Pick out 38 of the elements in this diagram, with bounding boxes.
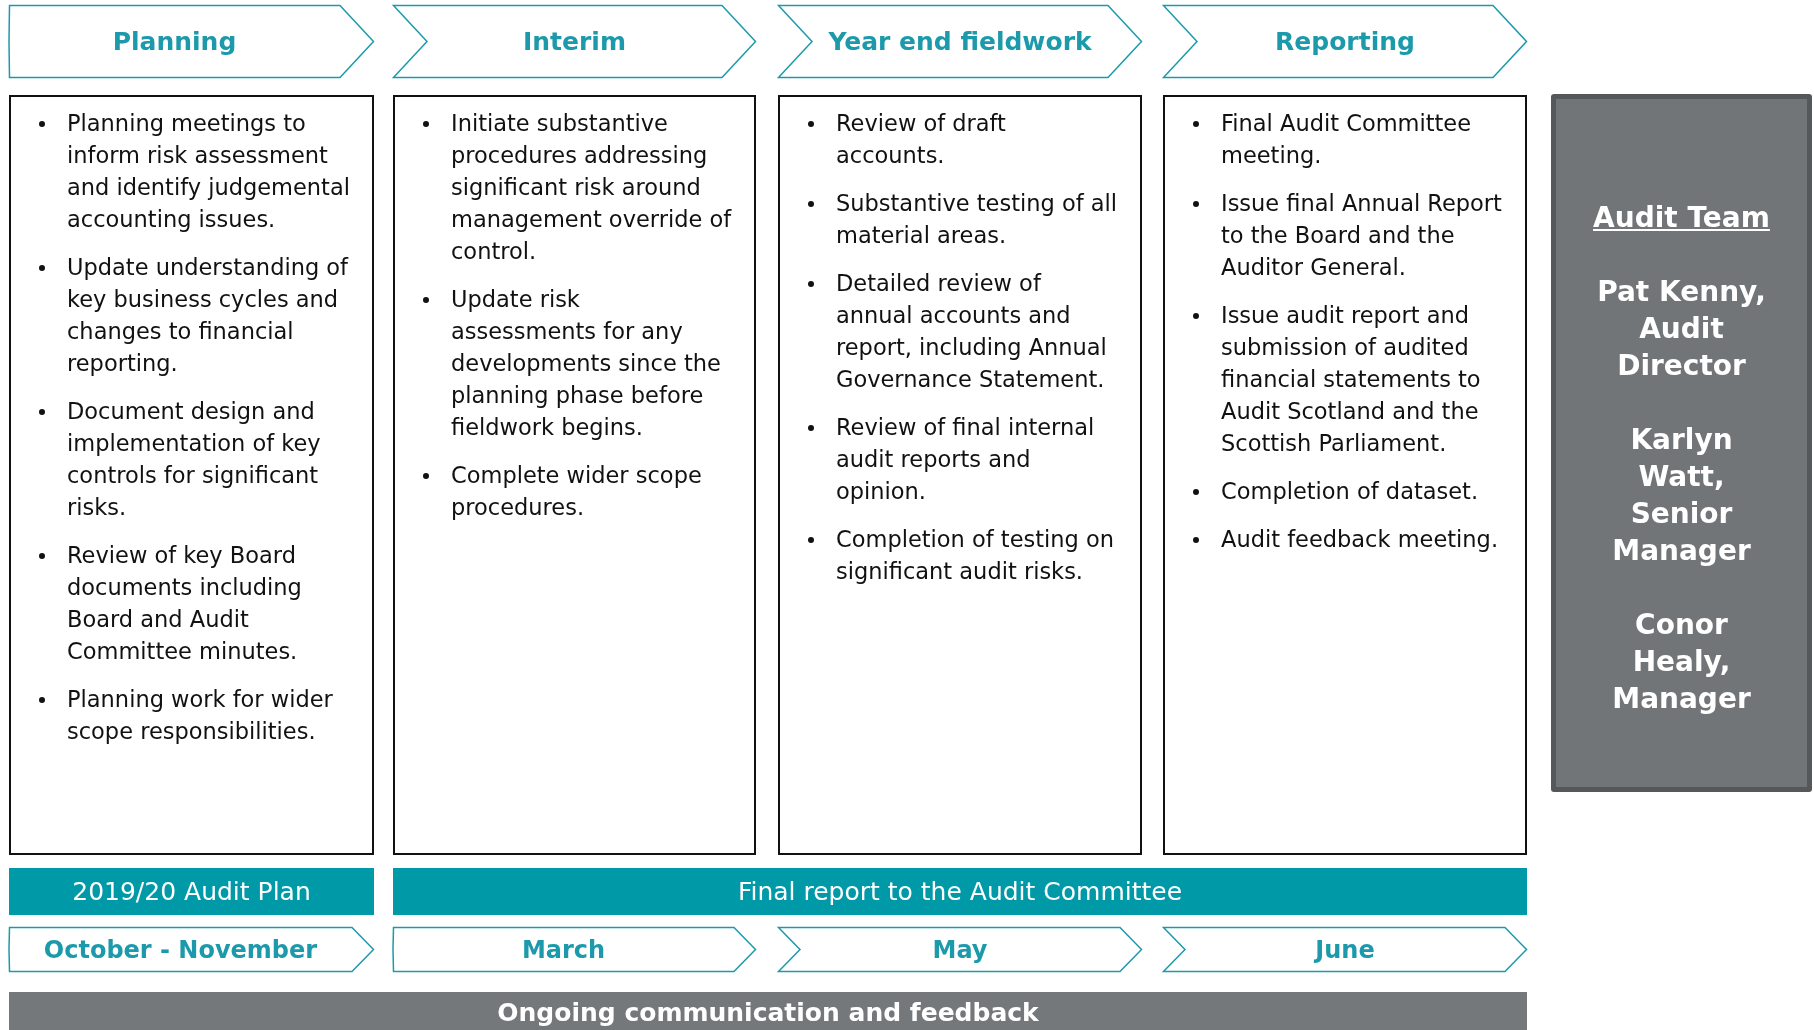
task-bullet: Completion of testing on significant audit risks. bbox=[802, 523, 1118, 587]
phase-label: Interim bbox=[523, 27, 626, 56]
task-bullet: Update risk assessments for any developments since the planning phase before fieldwork begins. bbox=[417, 283, 732, 443]
task-bullet: Final Audit Committee meeting. bbox=[1187, 107, 1503, 171]
task-box bbox=[393, 95, 756, 855]
task-bullet: Issue audit report and submission of audited financial statements to Audit Scotland and the Scottish Parliament. bbox=[1187, 299, 1503, 459]
task-bullet: Initiate substantive procedures addressing significant risk around management override of control. bbox=[417, 107, 732, 267]
team-member: Karlyn Watt, Senior Manager bbox=[1611, 422, 1752, 569]
task-bullet: Issue final Annual Report to the Board and the Auditor General. bbox=[1187, 187, 1503, 283]
task-bullet: Detailed review of annual accounts and report, including Annual Governance Statement. bbox=[802, 267, 1118, 395]
task-bullet: Review of draft accounts. bbox=[802, 107, 1118, 171]
task-bullet: Update understanding of key business cycles and changes to financial reporting. bbox=[33, 251, 350, 379]
task-box bbox=[1163, 95, 1527, 855]
task-bullet: Substantive testing of all material areas. bbox=[802, 187, 1118, 251]
task-bullet: Planning work for wider scope responsibilities. bbox=[33, 683, 350, 747]
milestone-bar: Final report to the Audit Committee bbox=[393, 868, 1527, 915]
phase-label: Planning bbox=[112, 27, 237, 56]
phase-label: Reporting bbox=[1275, 27, 1415, 56]
period-label: October - November bbox=[43, 935, 318, 964]
milestone-bar: 2019/20 Audit Plan bbox=[9, 868, 374, 915]
phase-label: Year end fieldwork bbox=[828, 27, 1092, 56]
task-box bbox=[778, 95, 1142, 855]
team-member: Conor Healy, Manager bbox=[1611, 607, 1752, 717]
team-heading: Audit Team bbox=[1593, 200, 1770, 236]
task-bullet: Review of final internal audit reports and opinion. bbox=[802, 411, 1118, 507]
period-label: June bbox=[1315, 935, 1375, 964]
communication-bar: Ongoing communication and feedback bbox=[9, 992, 1527, 1030]
task-bullet: Completion of dataset. bbox=[1187, 475, 1503, 507]
task-bullet: Complete wider scope procedures. bbox=[417, 459, 732, 523]
task-box bbox=[9, 95, 374, 855]
task-bullet: Document design and implementation of key controls for significant risks. bbox=[33, 395, 350, 523]
team-panel bbox=[1551, 94, 1812, 792]
period-label: March bbox=[521, 935, 606, 964]
task-bullet: Audit feedback meeting. bbox=[1187, 523, 1503, 555]
task-bullet: Review of key Board documents including Board and Audit Committee minutes. bbox=[33, 539, 350, 667]
task-bullet: Planning meetings to inform risk assessment and identify judgemental accounting issues. bbox=[33, 107, 350, 235]
period-label: May bbox=[932, 935, 988, 964]
team-member: Pat Kenny, Audit Director bbox=[1596, 274, 1767, 384]
